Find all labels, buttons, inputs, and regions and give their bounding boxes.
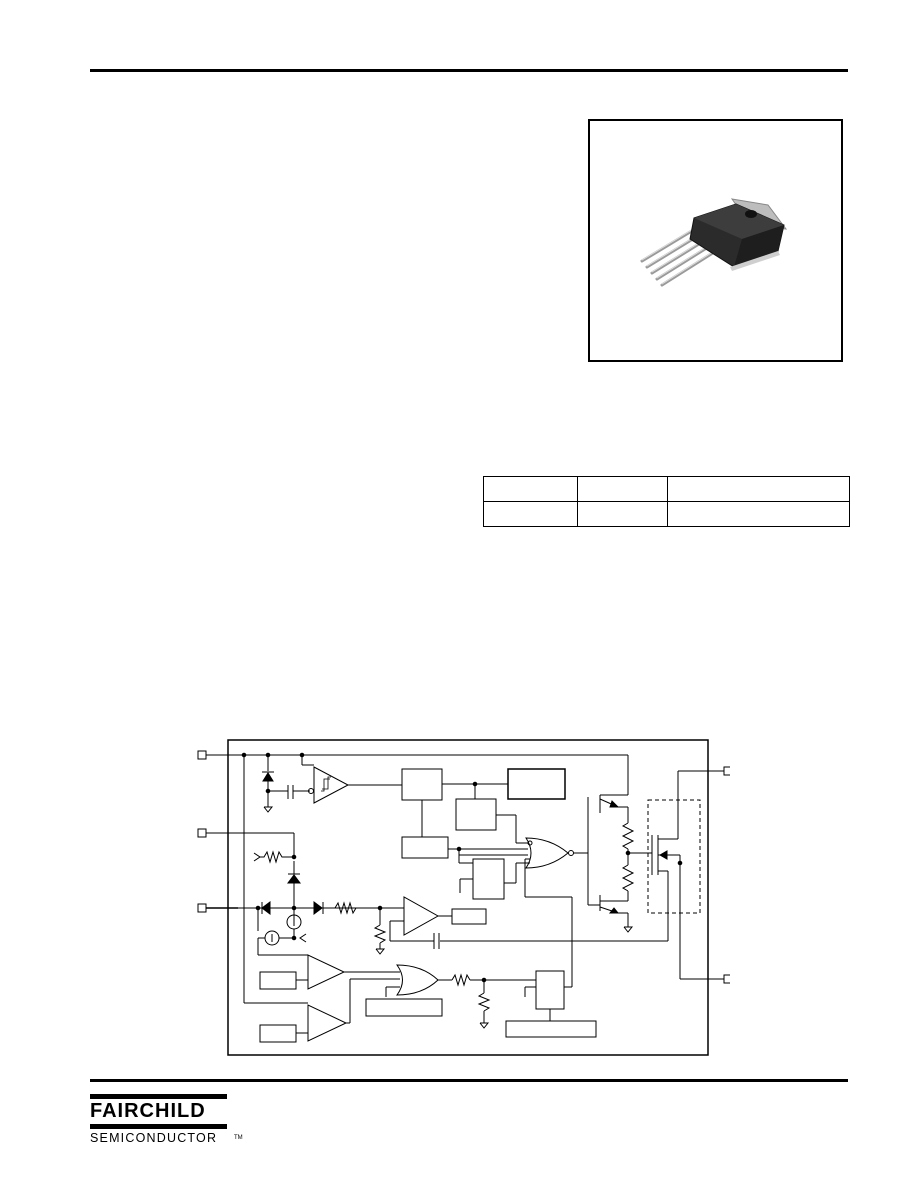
package-image — [640, 198, 788, 287]
table-row — [483, 476, 850, 502]
table-cell — [577, 501, 668, 527]
fairchild-logo: FAIRCHILD SEMICONDUCTOR TM — [90, 1094, 260, 1145]
logo-trademark: TM — [234, 1135, 243, 1141]
pin-drain-icon — [723, 766, 733, 776]
ground-icon — [479, 1022, 490, 1029]
ref-block — [259, 1024, 297, 1043]
footer-rule — [90, 1079, 848, 1082]
resistor-icon — [260, 850, 294, 864]
pin-gnd-icon — [723, 974, 733, 984]
restart-block — [505, 1020, 597, 1038]
ovp-comparator-icon — [307, 954, 346, 990]
tsd-comparator-icon — [307, 1004, 348, 1042]
table-cell — [577, 476, 668, 502]
protection-block — [507, 768, 566, 800]
resistor-icon — [621, 864, 635, 892]
oscillator-block — [455, 798, 497, 831]
table-row — [483, 501, 850, 527]
table-cell — [667, 501, 850, 527]
resistor-icon — [451, 973, 471, 987]
shutdown-block — [535, 970, 565, 1010]
table-cell — [483, 476, 578, 502]
diode-icon — [313, 901, 323, 915]
ordering-table — [483, 476, 850, 527]
block-diagram — [190, 735, 733, 1060]
resistor-icon — [621, 822, 635, 850]
pin-vcc-icon — [197, 750, 207, 760]
or-gate-icon — [396, 964, 439, 996]
pin-sync-icon — [197, 903, 207, 913]
package-photo-frame — [588, 119, 843, 362]
reference-block — [401, 768, 443, 801]
diode-icon — [261, 901, 271, 915]
diode-icon — [287, 874, 301, 884]
ground-icon — [263, 806, 274, 813]
leb-block — [451, 908, 487, 925]
flip-flop-block — [472, 858, 505, 900]
pin-fb-icon — [197, 828, 207, 838]
soft-start-block — [401, 836, 449, 859]
ic-outline — [227, 739, 709, 1056]
resistor-icon — [334, 901, 357, 915]
header-rule — [90, 69, 848, 72]
latch-block — [365, 998, 443, 1017]
logo-subtitle: SEMICONDUCTOR — [90, 1131, 218, 1145]
nor-gate-icon — [525, 837, 569, 869]
pwm-comparator-icon — [403, 896, 440, 936]
table-cell — [483, 501, 578, 527]
logo-brand: FAIRCHILD — [90, 1100, 206, 1122]
ground-icon — [375, 948, 386, 955]
ground-icon — [623, 926, 634, 933]
ref-block — [259, 971, 297, 990]
uvlo-comparator-icon — [313, 766, 350, 804]
table-cell — [667, 476, 850, 502]
sense-fet-region — [647, 799, 701, 914]
